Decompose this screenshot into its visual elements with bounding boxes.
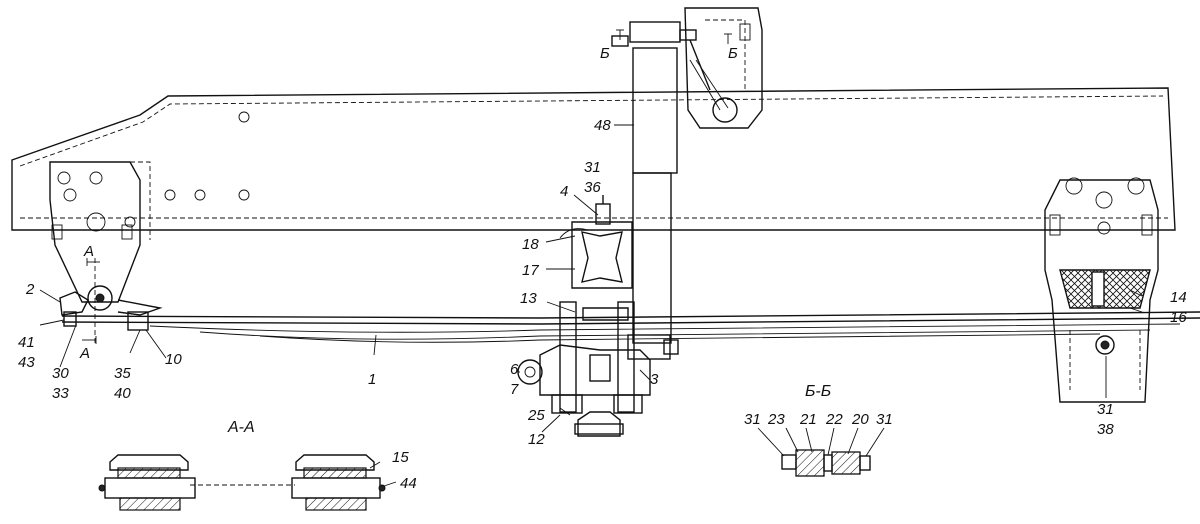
label-10: 10 xyxy=(165,351,182,368)
section-b-b-view xyxy=(757,427,885,477)
section-a-a-title: А-А xyxy=(227,419,255,436)
label-12: 12 xyxy=(528,431,545,448)
bump-stop xyxy=(559,195,633,289)
label-33: 33 xyxy=(52,385,69,402)
label-25: 25 xyxy=(527,407,545,424)
label-48: 48 xyxy=(594,117,611,134)
label-23: 23 xyxy=(767,411,785,428)
label-22: 22 xyxy=(825,411,843,428)
label-1: 1 xyxy=(368,371,376,388)
front-spring-bracket xyxy=(49,161,163,331)
section-a-a-view xyxy=(98,454,397,511)
label-41: 41 xyxy=(18,334,35,351)
label-31-rear: 31 xyxy=(1097,401,1114,418)
label-43: 43 xyxy=(18,354,35,371)
section-a-a-left xyxy=(98,454,196,511)
label-44: 44 xyxy=(400,475,417,492)
cut-mark-b-right: Б xyxy=(728,45,738,62)
cut-mark-a-bottom: А xyxy=(79,345,90,362)
label-2: 2 xyxy=(25,281,35,298)
label-40: 40 xyxy=(114,385,131,402)
label-18: 18 xyxy=(522,236,539,253)
section-b-b-title: Б-Б xyxy=(805,383,831,400)
label-31-top: 31 xyxy=(584,159,601,176)
label-13: 13 xyxy=(520,290,537,307)
label-4: 4 xyxy=(560,183,568,200)
label-35: 35 xyxy=(114,365,131,382)
label-31-bb-left: 31 xyxy=(744,411,761,428)
cut-mark-a-top: А xyxy=(83,243,94,260)
label-36: 36 xyxy=(584,179,601,196)
label-20: 20 xyxy=(851,411,869,428)
part-labels: 2 41 43 30 33 35 40 10 1 6 7 25 12 3 13 … xyxy=(18,117,1187,492)
label-30: 30 xyxy=(52,365,69,382)
axle-clamp xyxy=(517,301,651,437)
section-titles: А-А Б-Б А А Б Б xyxy=(79,45,831,436)
label-3: 3 xyxy=(650,371,659,388)
section-cut-marks xyxy=(82,29,732,345)
rear-spring-bracket xyxy=(1044,177,1159,403)
label-16: 16 xyxy=(1170,309,1187,326)
cut-mark-b-left: Б xyxy=(600,45,610,62)
label-38: 38 xyxy=(1097,421,1114,438)
label-31-bb-right: 31 xyxy=(876,411,893,428)
section-a-a-right xyxy=(291,454,386,511)
label-21: 21 xyxy=(799,411,817,428)
leaf-spring xyxy=(61,311,1200,343)
label-6: 6 xyxy=(510,361,519,378)
leader-lines xyxy=(39,124,1143,433)
label-14: 14 xyxy=(1170,289,1187,306)
frame-rail xyxy=(11,87,1176,231)
label-17: 17 xyxy=(522,262,539,279)
label-7: 7 xyxy=(510,381,519,398)
shock-upper-bracket xyxy=(684,7,763,129)
label-15: 15 xyxy=(392,449,409,466)
